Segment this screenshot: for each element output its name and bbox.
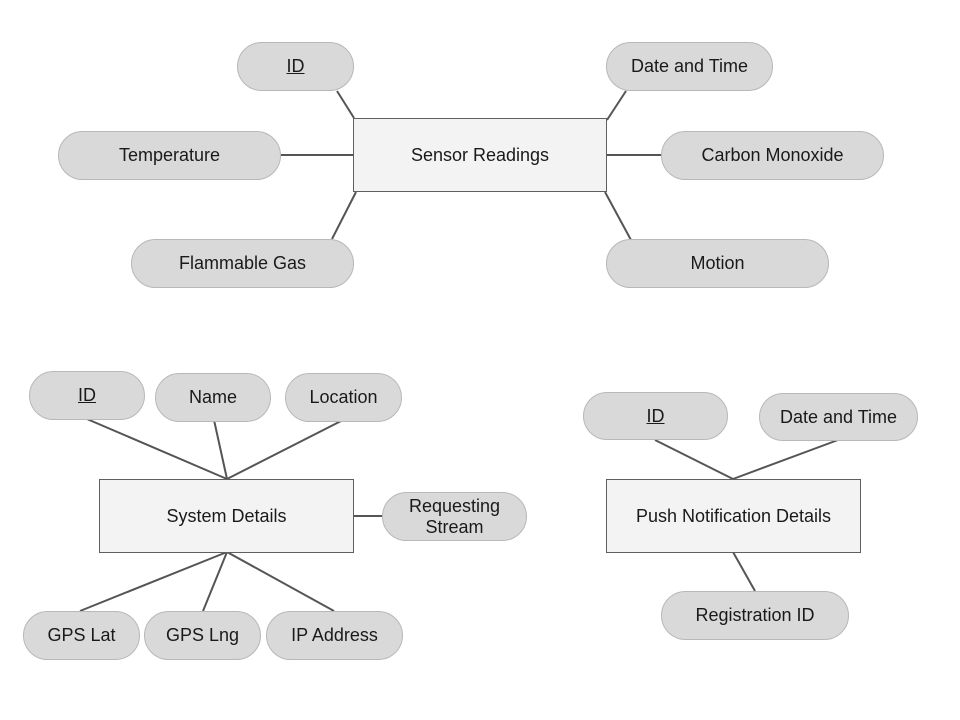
connector-system-ip-address [226, 551, 335, 612]
connector-system-location [226, 419, 344, 480]
attribute-push-registration-id: Registration ID [661, 591, 849, 640]
attribute-sensor-date-time: Date and Time [606, 42, 773, 91]
connector-system-name [213, 419, 228, 480]
connector-sensor-flammable-gas [331, 191, 357, 240]
attribute-sensor-id: ID [237, 42, 354, 91]
attribute-system-requesting-stream: Requesting Stream [382, 492, 527, 541]
attribute-sensor-flammable-gas: Flammable Gas [131, 239, 354, 288]
connector-push-date-time [732, 439, 839, 480]
attribute-system-id: ID [29, 371, 145, 420]
attribute-sensor-motion: Motion [606, 239, 829, 288]
connector-system-gps-lng [202, 551, 228, 612]
connector-sensor-date-time [606, 90, 627, 121]
connector-system-id [86, 418, 228, 480]
connector-push-registration-id [732, 551, 756, 592]
attribute-push-id: ID [583, 392, 728, 440]
connector-system-gps-lat [79, 551, 228, 612]
attribute-system-gps-lat: GPS Lat [23, 611, 140, 660]
attribute-sensor-temperature: Temperature [58, 131, 281, 180]
connector-sensor-id [336, 90, 355, 119]
attribute-push-date-time: Date and Time [759, 393, 918, 441]
attribute-system-name: Name [155, 373, 271, 422]
attribute-system-ip-address: IP Address [266, 611, 403, 660]
connector-sensor-motion [604, 191, 632, 241]
attribute-system-gps-lng: GPS Lng [144, 611, 261, 660]
attribute-system-location: Location [285, 373, 402, 422]
entity-push-notification-details: Push Notification Details [606, 479, 861, 553]
attribute-sensor-carbon-monoxide: Carbon Monoxide [661, 131, 884, 180]
connector-push-id [654, 439, 734, 480]
entity-system-details: System Details [99, 479, 354, 553]
entity-sensor-readings: Sensor Readings [353, 118, 607, 192]
